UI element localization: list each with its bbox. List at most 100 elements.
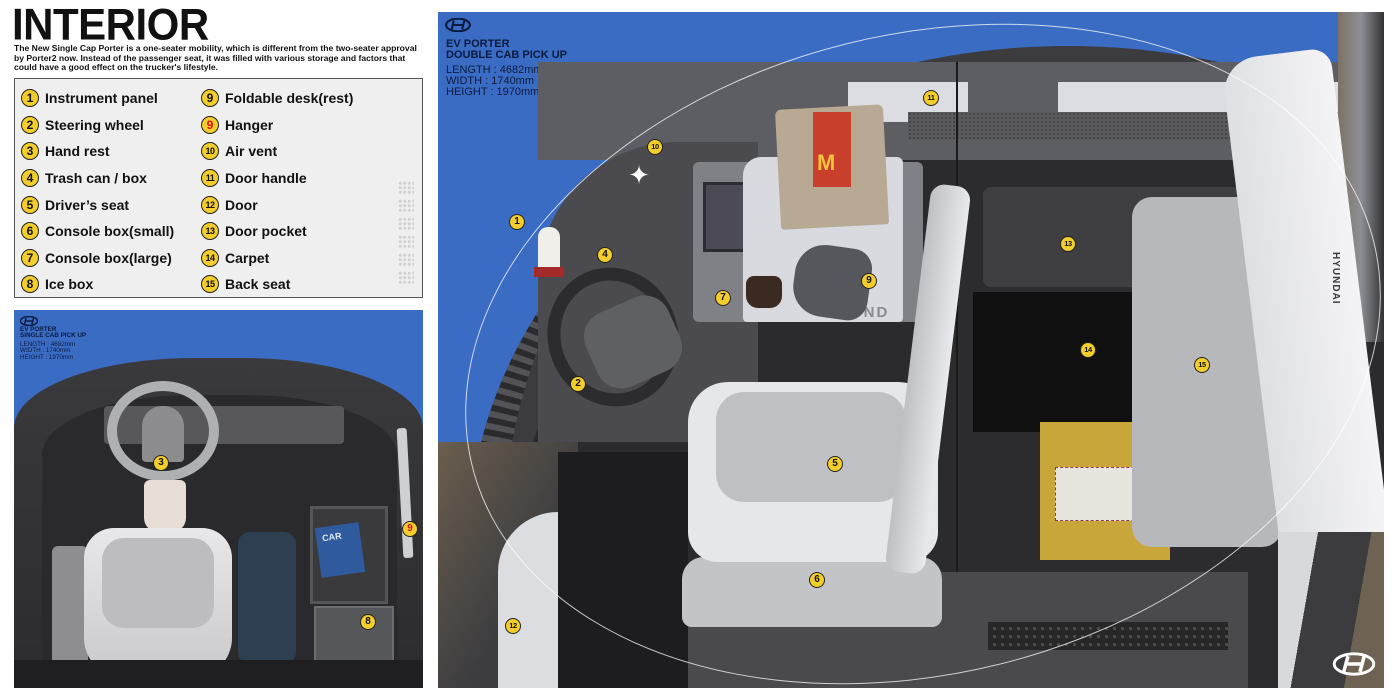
legend-label: Trash can / box [45,170,147,187]
marker-carpet: 14 [1080,342,1096,358]
single-cab-illustration: EV PORTER SINGLE CAB PICK UP LENGTH : 46… [14,310,423,688]
height-spec: HEIGHT : 1970mm [446,86,540,98]
legend-label: Ice box [45,276,94,293]
legend-label: Instrument panel [45,90,158,107]
book: CAR [314,522,366,578]
legend-column-1: 1 Instrument panel 2 Steering wheel 3 Hand … [21,85,174,298]
marker-console-small: 6 [809,572,825,588]
legend-label: Door handle [225,170,307,187]
legend-label: Carpet [225,249,270,266]
cabin-divider [956,62,958,688]
number-badge: 6 [21,222,39,241]
number-badge: 8 [21,275,39,294]
number-badge: 9 [201,115,219,134]
model-name: EV PORTER [446,38,510,50]
legend-label: Driver’s seat [45,196,130,213]
legend-label: Back seat [225,276,291,293]
marker-foldable-desk: 9 [861,273,877,289]
marker-hand-rest: 3 [153,455,169,471]
marker-hanger: 9 [402,521,418,537]
marker-steering-wheel: 2 [570,376,586,392]
rear-door-edge [1278,532,1384,688]
legend-item: 2 Steering wheel [21,112,174,139]
dot-glyph [398,217,414,231]
marker-door: 12 [505,618,521,634]
marker-air-vent: 10 [647,139,663,155]
drink-cup [744,274,784,310]
legend-item: 7 Console box(large) [21,245,174,272]
number-badge: 14 [201,248,219,267]
spec-block: EV PORTER DOUBLE CAB PICK UP LENGTH : 46… [446,39,567,98]
number-badge: 12 [201,195,219,214]
door-pad [52,546,88,676]
spec-block: EV PORTER SINGLE CAB PICK UP LENGTH : 46… [20,326,87,361]
legend-label: Steering wheel [45,116,144,133]
length-spec: LENGTH : 4682mm [446,64,543,76]
number-badge: 2 [21,115,39,134]
ice-box [314,606,394,662]
legend-item: 12 Door [201,191,353,218]
page-title: INTERIOR [12,0,209,50]
porter-dot-pattern [398,181,414,285]
dimensions: LENGTH : 4682mm WIDTH : 1740mm HEIGHT : … [20,341,86,361]
hyundai-logo-icon [1332,652,1376,676]
backpack [238,532,296,664]
dot-glyph [398,271,414,285]
intro-text: The New Single Cap Porter is a one-seate… [14,43,417,73]
steering-hub [142,406,184,462]
legend-label: Console box(large) [45,249,172,266]
dot-glyph [398,181,414,195]
porter-dot-lettering [988,622,1228,650]
steering-wheel [107,381,219,481]
legend-item: 8 Ice box [21,271,174,298]
lucky-cat-figure [538,227,560,273]
model-block: EV PORTER DOUBLE CAB PICK UP [446,39,567,61]
marker-door-handle: 11 [923,90,939,106]
double-cab-illustration: EV PORTER DOUBLE CAB PICK UP LENGTH : 46… [438,12,1384,688]
legend-item: 9 Foldable desk(rest) [201,85,353,112]
number-badge: 13 [201,222,219,241]
marker-door-pocket: 13 [1060,236,1076,252]
footwell [558,452,688,688]
hyundai-logo-icon [20,316,38,326]
legend-label: Door pocket [225,223,307,240]
marker-ice-box: 8 [360,614,376,630]
model-type: SINGLE CAB PICK UP [20,332,87,340]
marker-back-seat: 15 [1194,357,1210,373]
hyundai-logo-icon [445,18,471,32]
model-type: DOUBLE CAB PICK UP [446,49,568,61]
dot-glyph [398,199,414,213]
number-badge: 7 [21,248,39,267]
legend-item: 3 Hand rest [21,138,174,165]
sparkle-icon: ✦ [628,160,650,190]
legend-label: Foldable desk(rest) [225,90,354,107]
legend-box: 1 Instrument panel 2 Steering wheel 3 Hand … [14,78,423,298]
model-name: EV PORTER [20,326,57,333]
dot-glyph [398,253,414,267]
back-seat-brand: HYUNDAI [1330,252,1341,305]
width-spec: WIDTH : 1740mm [20,347,71,355]
bag-stripe [813,112,851,187]
number-badge: 3 [21,142,39,161]
dimensions: LENGTH : 4682mm WIDTH : 1740mm HEIGHT : … [446,65,567,98]
floor [14,660,423,688]
seat-cushion [716,392,906,502]
hand-rest-cloth [144,480,186,532]
legend-label: Air vent [225,143,278,160]
marker-drivers-seat: 5 [827,456,843,472]
height-spec: HEIGHT : 1970mm [20,353,74,361]
bag-logo: M [817,150,836,175]
legend-item: 14 Carpet [201,245,353,272]
legend-label: Door [225,196,258,213]
cat-cushion [534,267,564,277]
number-badge: 15 [201,275,219,294]
number-badge: 1 [21,89,39,108]
legend-item: 1 Instrument panel [21,85,174,112]
number-badge: 9 [201,89,219,108]
legend-label: Hand rest [45,143,110,160]
